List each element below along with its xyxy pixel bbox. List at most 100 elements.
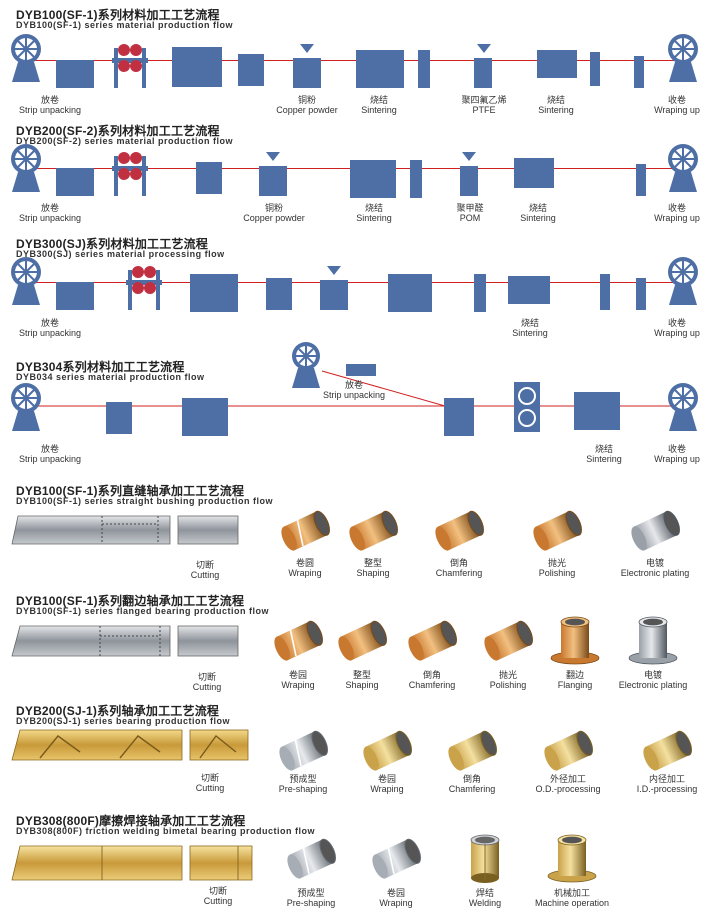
bearing-bronze-image — [404, 612, 460, 673]
bearing-bronze-image — [345, 502, 401, 563]
powder-station — [259, 166, 287, 196]
rewind-reel-icon — [665, 142, 705, 207]
cooling-block — [636, 164, 646, 196]
cooling-block — [634, 56, 644, 88]
bearing-pre-image — [368, 830, 424, 891]
leveler-machine — [56, 60, 94, 88]
cleaning-machine — [110, 144, 150, 203]
leveler-machine — [56, 282, 94, 310]
rewind-reel-icon — [665, 32, 705, 97]
strip-line — [30, 60, 680, 61]
rewind-reel-icon — [665, 255, 705, 320]
pom-hopper-icon — [462, 152, 476, 161]
section-title: DYB300(SJ)系列材料加工工艺流程 — [16, 237, 209, 251]
sintering-furnace — [574, 392, 620, 430]
bearing-bronze-image — [529, 502, 585, 563]
sintering-furnace-2 — [514, 158, 554, 188]
section-subtitle: DYB300(SJ) series material processing fl… — [16, 249, 225, 259]
spreader-block — [106, 402, 132, 434]
bearing-gold-image — [359, 722, 415, 783]
unwind-reel-icon — [8, 255, 48, 320]
unwind-reel-icon — [8, 142, 48, 207]
section-subtitle: DYB100(SF-1) series flanged bearing prod… — [16, 606, 270, 616]
bearing-bronze-image — [334, 612, 390, 673]
furnace-block — [190, 274, 238, 312]
sintering-furnace-2 — [508, 276, 550, 304]
rewind-reel-icon — [665, 381, 705, 446]
section-subtitle: DYB200(SJ-1) series bearing production f… — [16, 716, 231, 726]
leveler-machine — [56, 168, 94, 196]
section-subtitle: DYB100(SF-1) series straight bushing pro… — [16, 496, 274, 506]
steel-strip-image — [11, 625, 239, 657]
strip-guide — [346, 364, 376, 376]
section-title: DYB200(SJ-1)系列轴承加工工艺流程 — [16, 704, 220, 718]
powder-hopper-icon — [327, 266, 341, 275]
powder-station — [320, 280, 348, 310]
bearing-pre-image — [275, 722, 331, 783]
sintering-furnace — [388, 274, 432, 312]
sintering-furnace-2 — [537, 50, 577, 78]
section-title: DYB100(SF-1)系列材料加工工艺流程 — [16, 8, 220, 22]
unwind-reel-icon — [8, 32, 48, 97]
steel-strip-image — [11, 515, 239, 545]
bearing-weld-image — [457, 830, 513, 891]
spreader-block — [238, 54, 264, 86]
spreader-block — [266, 278, 292, 310]
roller-block — [410, 160, 422, 198]
sintering-furnace — [350, 160, 396, 198]
bearing-pre-image — [283, 830, 339, 891]
roller-block-2 — [600, 274, 610, 310]
section-subtitle: DYB308(800F) friction welding bimetal be… — [16, 826, 316, 836]
sintering-furnace — [356, 50, 404, 88]
section-title: DYB308(800F)摩擦焊接轴承加工工艺流程 — [16, 814, 246, 828]
bearing-bronze-image — [431, 502, 487, 563]
roller-block-2 — [590, 52, 600, 86]
copper-powder-hopper-icon — [266, 152, 280, 161]
spreader-block — [196, 162, 222, 194]
bearing-gold-image — [444, 722, 500, 783]
bonding-block — [444, 398, 474, 436]
ptfe-hopper-icon — [477, 44, 491, 53]
bimetal-strip-image — [11, 845, 253, 881]
section-title: DYB304系列材料加工工艺流程 — [16, 360, 185, 374]
bearing-flange-steel-image — [625, 612, 681, 673]
cleaning-machine — [124, 258, 164, 317]
furnace-block — [182, 398, 228, 436]
rolling-mill — [514, 382, 540, 432]
bearing-flange-gold-image — [544, 830, 600, 891]
bearing-flange-bronze-image — [547, 612, 603, 673]
strip-line — [30, 282, 680, 283]
pom-station — [460, 166, 478, 196]
